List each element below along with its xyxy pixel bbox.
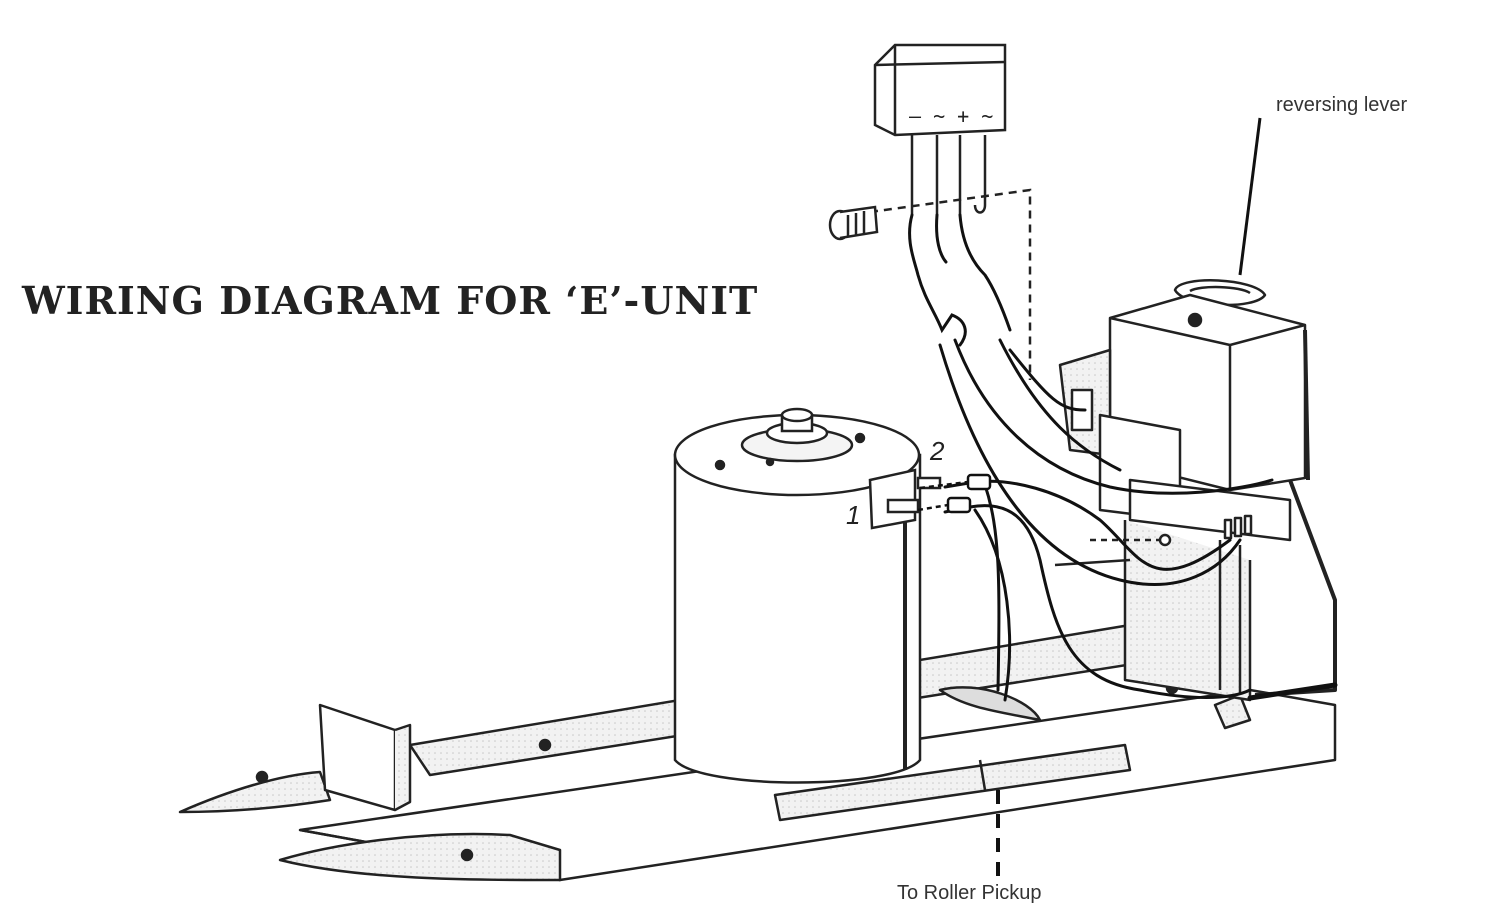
roller-pickup-label: To Roller Pickup xyxy=(897,882,1042,904)
motor-terminal-2-label: 2 xyxy=(930,436,945,466)
reversing-lever-leader xyxy=(1238,117,1262,276)
screw xyxy=(828,205,879,241)
reversing-lever-label: reversing lever xyxy=(1276,94,1408,116)
motor xyxy=(673,407,942,784)
motor-terminal-1-label: 1 xyxy=(846,500,861,530)
diagram-title: WIRING DIAGRAM FOR ‘E’-UNIT xyxy=(22,278,759,323)
bridge-rectifier xyxy=(869,43,1032,380)
rectifier-polarity-label: – ~ + ~ xyxy=(909,104,994,128)
motor-terminal-connectors xyxy=(917,473,992,514)
wires xyxy=(908,213,1338,702)
